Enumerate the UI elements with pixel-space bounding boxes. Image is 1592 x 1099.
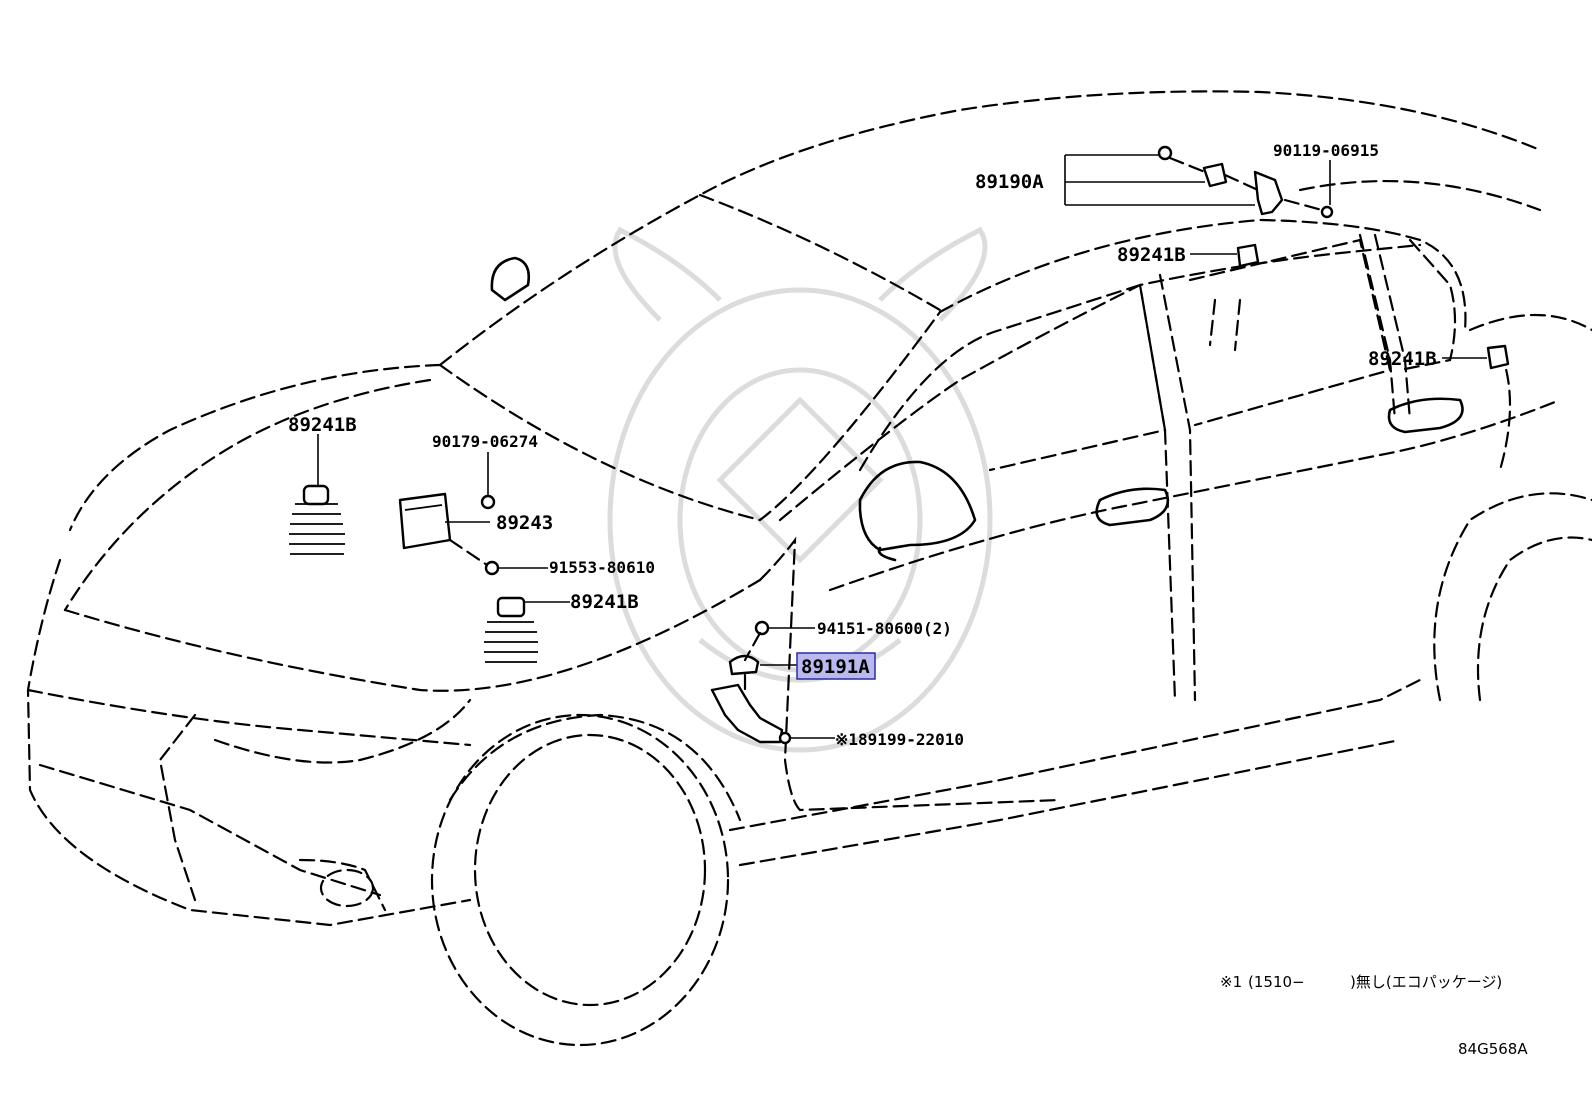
label-90119-06915[interactable]: 90119-06915 (1273, 141, 1379, 160)
label-94151-80600[interactable]: 94151-80600(2) (817, 619, 952, 638)
label-89241B-rear[interactable]: 89241B (1368, 348, 1437, 370)
diagram-code: 84G568A (1458, 1040, 1528, 1058)
car-outline (26, 90, 1592, 1047)
footnote-range-end: )無し(エコパッケージ) (1350, 973, 1502, 991)
label-89191A[interactable]: 89191A (801, 656, 870, 678)
label-89241B-hood[interactable]: 89241B (288, 414, 357, 436)
label-189199-22010[interactable]: ※189199-22010 (835, 730, 964, 749)
highlight-box (796, 652, 876, 680)
footnote: ※1 (1510− )無し(エコパッケージ) (1220, 973, 1502, 991)
leader-lines (317, 154, 1487, 739)
footnote-mark: ※1 (1220, 973, 1242, 991)
label-90179-06274[interactable]: 90179-06274 (432, 432, 538, 451)
label-89241B-front[interactable]: 89241B (570, 591, 639, 613)
label-89243[interactable]: 89243 (496, 512, 553, 534)
label-91553-80610[interactable]: 91553-80610 (549, 558, 655, 577)
parts (289, 145, 1510, 745)
footnote-range-start: (1510− (1248, 973, 1305, 991)
label-89190A[interactable]: 89190A (975, 171, 1044, 193)
label-89241B-roof[interactable]: 89241B (1117, 244, 1186, 266)
